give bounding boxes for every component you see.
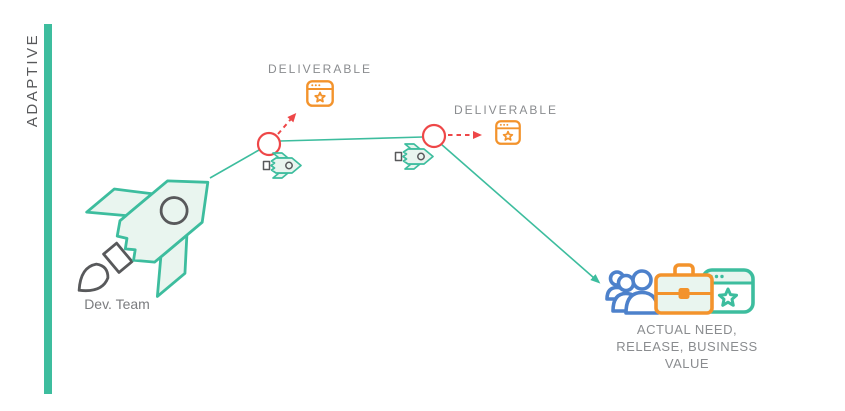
waypoint-circle-1: [256, 131, 282, 157]
path-segment-rocket-to-waypoint1: [209, 149, 260, 179]
deliverable-1-icon: [306, 80, 334, 107]
waypoint-circle-2: [421, 123, 447, 149]
rocket-window: [159, 196, 189, 225]
rocket-flame: [77, 262, 110, 293]
deliverable-2-icon: [495, 120, 521, 145]
star-icon: [502, 130, 514, 141]
small-rocket-icon-1: [262, 152, 302, 179]
outcome-line-1: ACTUAL NEED,: [636, 322, 738, 337]
rocket-nozzle: [102, 241, 134, 274]
small-rocket-icon-2: [394, 143, 434, 170]
rocket-body: [115, 179, 210, 264]
dashed-arrow-deliverable-1: [277, 112, 297, 135]
dev-team-label: Dev. Team: [84, 296, 150, 312]
outcome-line-3: VALUE: [664, 356, 710, 371]
release-browser-star-icon: [701, 268, 755, 314]
deliverable-1-label: DELIVERABLE: [267, 62, 373, 76]
path-segment-waypoint2-to-outcome: [440, 143, 601, 284]
adaptive-accent-bar: [44, 24, 52, 394]
users-icon: [605, 269, 660, 315]
dev-team-rocket-icon: [77, 179, 210, 298]
outcome-line-2: RELEASE, BUSINESS: [616, 339, 758, 354]
path-segment-waypoint1-to-waypoint2: [279, 136, 424, 142]
star-icon: [717, 287, 739, 307]
briefcase-icon: [654, 263, 714, 315]
star-icon: [314, 91, 326, 103]
outcome-label: ACTUAL NEED, RELEASE, BUSINESS VALUE: [595, 321, 779, 372]
deliverable-2-label: DELIVERABLE: [453, 103, 559, 117]
